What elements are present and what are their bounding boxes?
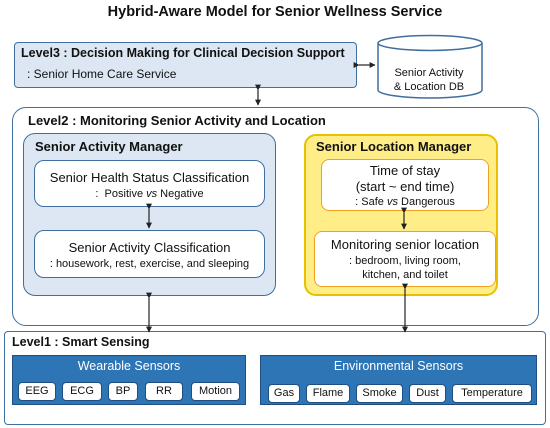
monitoring-location-title: Monitoring senior location [330, 237, 480, 252]
sensor-rr: RR [145, 382, 183, 401]
activity-class-detail: : housework, rest, exercise, and sleepin… [49, 258, 250, 270]
sensor-dust: Dust [409, 384, 446, 403]
health-status-detail-suffix: Negative [157, 188, 204, 200]
health-status-detail: : Positive vs Negative [35, 187, 264, 201]
wearable-sensors-title: Wearable Sensors [77, 359, 181, 373]
health-status-detail-prefix: : Positive [95, 188, 147, 200]
activity-class-box: Senior Activity Classification : housewo… [34, 230, 265, 278]
time-of-stay-box: Time of stay (start ~ end time) : Safe v… [321, 159, 489, 211]
environmental-sensors-title: Environmental Sensors [333, 359, 464, 373]
sensor-smoke: Smoke [356, 384, 403, 403]
monitoring-location-line1: : bedroom, living room, [349, 255, 461, 267]
sensor-flame: Flame [306, 384, 350, 403]
sensor-motion: Motion [191, 382, 240, 401]
sensor-bp: BP [108, 382, 138, 401]
sensor-gas: Gas [268, 384, 300, 403]
location-manager-title: Senior Location Manager [316, 139, 472, 154]
database-icon [377, 34, 483, 99]
level3-heading: Level3 : Decision Making for Clinical De… [21, 46, 345, 60]
time-of-stay-vs: vs [386, 196, 398, 208]
level3-subtitle: : Senior Home Care Service [27, 67, 177, 81]
activity-manager-title: Senior Activity Manager [35, 139, 183, 154]
level2-heading: Level2 : Monitoring Senior Activity and … [28, 113, 326, 128]
time-of-stay-detail-prefix: : Safe [355, 196, 387, 208]
health-status-box: Senior Health Status Classification : Po… [34, 160, 265, 207]
sensor-temperature: Temperature [452, 384, 532, 403]
level3-box: Level3 : Decision Making for Clinical De… [14, 42, 357, 88]
time-of-stay-line2: (start ~ end time) [355, 179, 455, 194]
health-status-vs: vs [146, 188, 158, 200]
sensor-eeg: EEG [18, 382, 56, 401]
time-of-stay-detail: : Safe vs Dangerous [322, 195, 488, 209]
health-status-title: Senior Health Status Classification [49, 170, 250, 185]
time-of-stay-line1: Time of stay [369, 163, 441, 178]
monitoring-location-line2: kitchen, and toilet [362, 269, 448, 281]
database-label: Senior Activity & Location DB [383, 66, 475, 94]
level1-heading: Level1 : Smart Sensing [12, 335, 150, 349]
database-label-line1: Senior Activity [394, 67, 464, 79]
diagram-title: Hybrid-Aware Model for Senior Wellness S… [107, 4, 443, 20]
time-of-stay-detail-suffix: Dangerous [397, 196, 455, 208]
activity-class-title: Senior Activity Classification [68, 240, 231, 255]
database-label-line2: & Location DB [393, 81, 465, 93]
monitoring-location-box: Monitoring senior location : bedroom, li… [314, 231, 496, 287]
sensor-ecg: ECG [62, 382, 102, 401]
